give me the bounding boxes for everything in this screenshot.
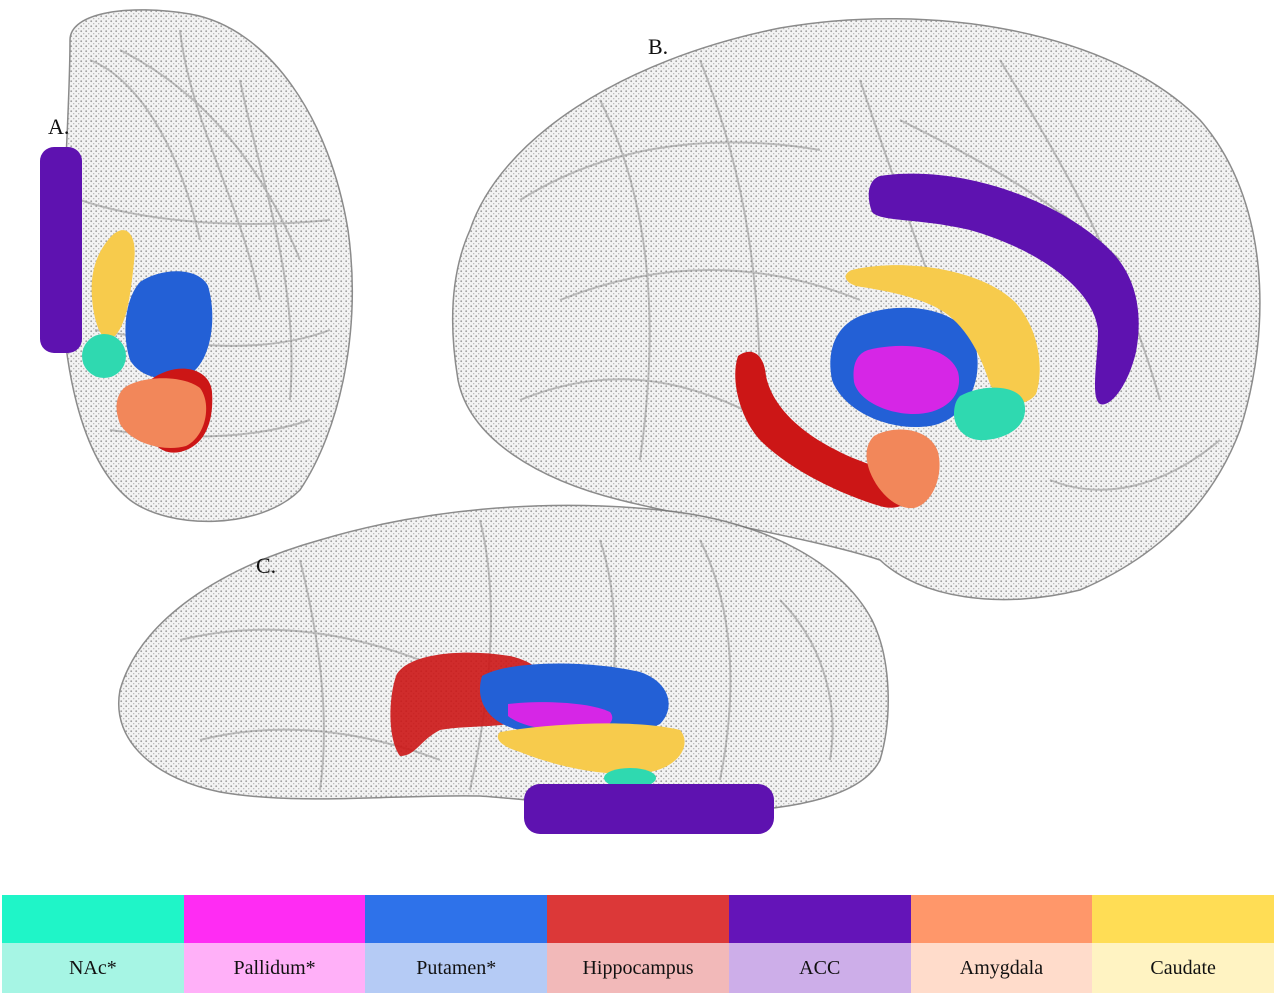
amygdala-structure-a [116, 378, 207, 448]
acc-structure-b [868, 173, 1139, 405]
legend-label-pallidum: Pallidum* [183, 943, 366, 993]
acc-structure-a [40, 147, 82, 353]
legend-swatch-hippocampus [547, 895, 729, 943]
legend-item-amygdala: Amygdala [910, 895, 1093, 993]
nac-structure-a [82, 334, 126, 378]
brain-renderings [40, 9, 1261, 834]
amygdala-structure-b [866, 429, 940, 509]
legend-swatch-nac [2, 895, 184, 943]
panel-label-b: B. [648, 34, 669, 59]
legend-swatch-caudate [1092, 895, 1275, 943]
nac-structure-b [954, 387, 1026, 441]
panel-label-a: A. [48, 114, 70, 139]
legend-label-amygdala: Amygdala [910, 943, 1093, 993]
caudate-structure-a [91, 230, 135, 340]
legend-label-acc: ACC [728, 943, 911, 993]
legend-item-nac: NAc* [2, 895, 184, 993]
panel-c-view [118, 504, 889, 834]
legend-swatch-amygdala [910, 895, 1093, 943]
brain-mesh-b [451, 17, 1261, 601]
legend-label-caudate: Caudate [1092, 943, 1275, 993]
pallidum-structure-b [853, 345, 960, 414]
legend-label-nac: NAc* [2, 943, 184, 993]
putamen-structure-a [125, 271, 213, 379]
acc-structure-c [524, 784, 774, 834]
panel-label-c: C. [256, 553, 277, 578]
panel-a-view [40, 9, 353, 523]
legend-item-hippocampus: Hippocampus [547, 895, 729, 993]
legend-item-caudate: Caudate [1092, 895, 1275, 993]
caudate-structure-b [845, 265, 1040, 404]
legend-swatch-putamen [365, 895, 548, 943]
legend-item-acc: ACC [728, 895, 911, 993]
legend-label-putamen: Putamen* [365, 943, 548, 993]
legend-item-pallidum: Pallidum* [183, 895, 366, 993]
nac-structure-c [604, 768, 656, 788]
panel-b-view [451, 17, 1261, 601]
legend-item-putamen: Putamen* [365, 895, 548, 993]
legend-label-hippocampus: Hippocampus [547, 943, 729, 993]
legend-swatch-acc [728, 895, 911, 943]
caudate-structure-c [497, 723, 685, 774]
hippocampus-structure-b [735, 351, 911, 508]
legend-swatch-pallidum [183, 895, 366, 943]
